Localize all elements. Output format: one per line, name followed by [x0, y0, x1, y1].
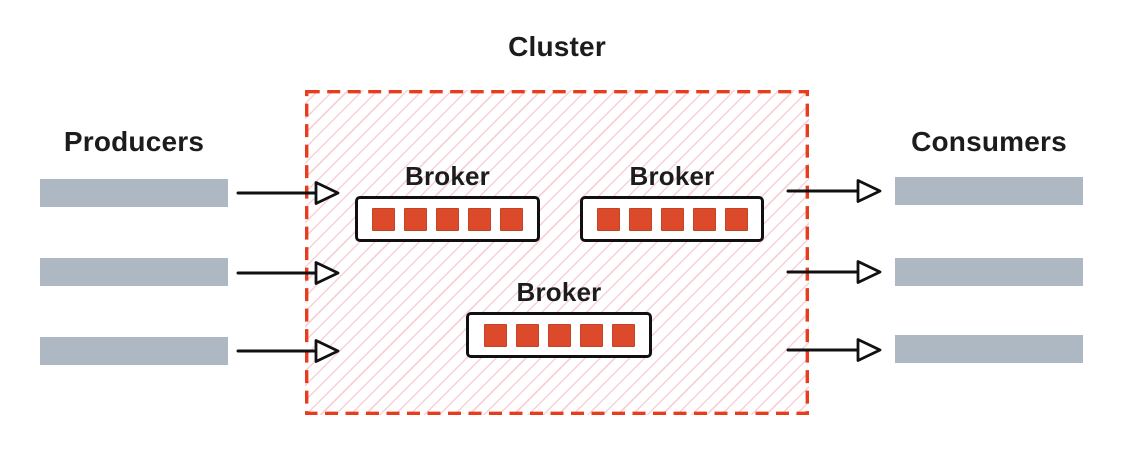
producer-bar-1	[40, 179, 228, 207]
producer-bar-3	[40, 337, 228, 365]
partition-square	[692, 207, 716, 231]
partition-square	[628, 207, 652, 231]
partition-square	[483, 323, 507, 347]
partition-square	[468, 207, 491, 231]
partition-square	[500, 207, 523, 231]
broker-box	[355, 196, 540, 242]
partition-square	[436, 207, 459, 231]
partition-square	[372, 207, 395, 231]
broker-3: Broker	[466, 276, 652, 358]
consumer-bar-3	[895, 335, 1083, 363]
producers-label: Producers	[63, 126, 205, 157]
partition-square	[724, 207, 748, 231]
broker-label: Broker	[404, 161, 490, 191]
partition-square	[596, 207, 620, 231]
broker-2: Broker	[580, 160, 764, 242]
cluster-box	[305, 90, 809, 415]
partition-square	[660, 207, 684, 231]
broker-box	[466, 312, 652, 358]
consumer-bar-1	[895, 177, 1083, 205]
broker-1: Broker	[355, 160, 540, 242]
broker-label: Broker	[629, 161, 715, 191]
consumer-bar-2	[895, 258, 1083, 286]
broker-label: Broker	[516, 277, 602, 307]
consumers-label: Consumers	[911, 126, 1067, 157]
partition-square	[515, 323, 539, 347]
partition-square	[579, 323, 603, 347]
broker-box	[580, 196, 764, 242]
partition-square	[547, 323, 571, 347]
producer-bar-2	[40, 258, 228, 286]
cluster-title: Cluster	[508, 31, 606, 62]
partition-square	[611, 323, 635, 347]
partition-square	[404, 207, 427, 231]
